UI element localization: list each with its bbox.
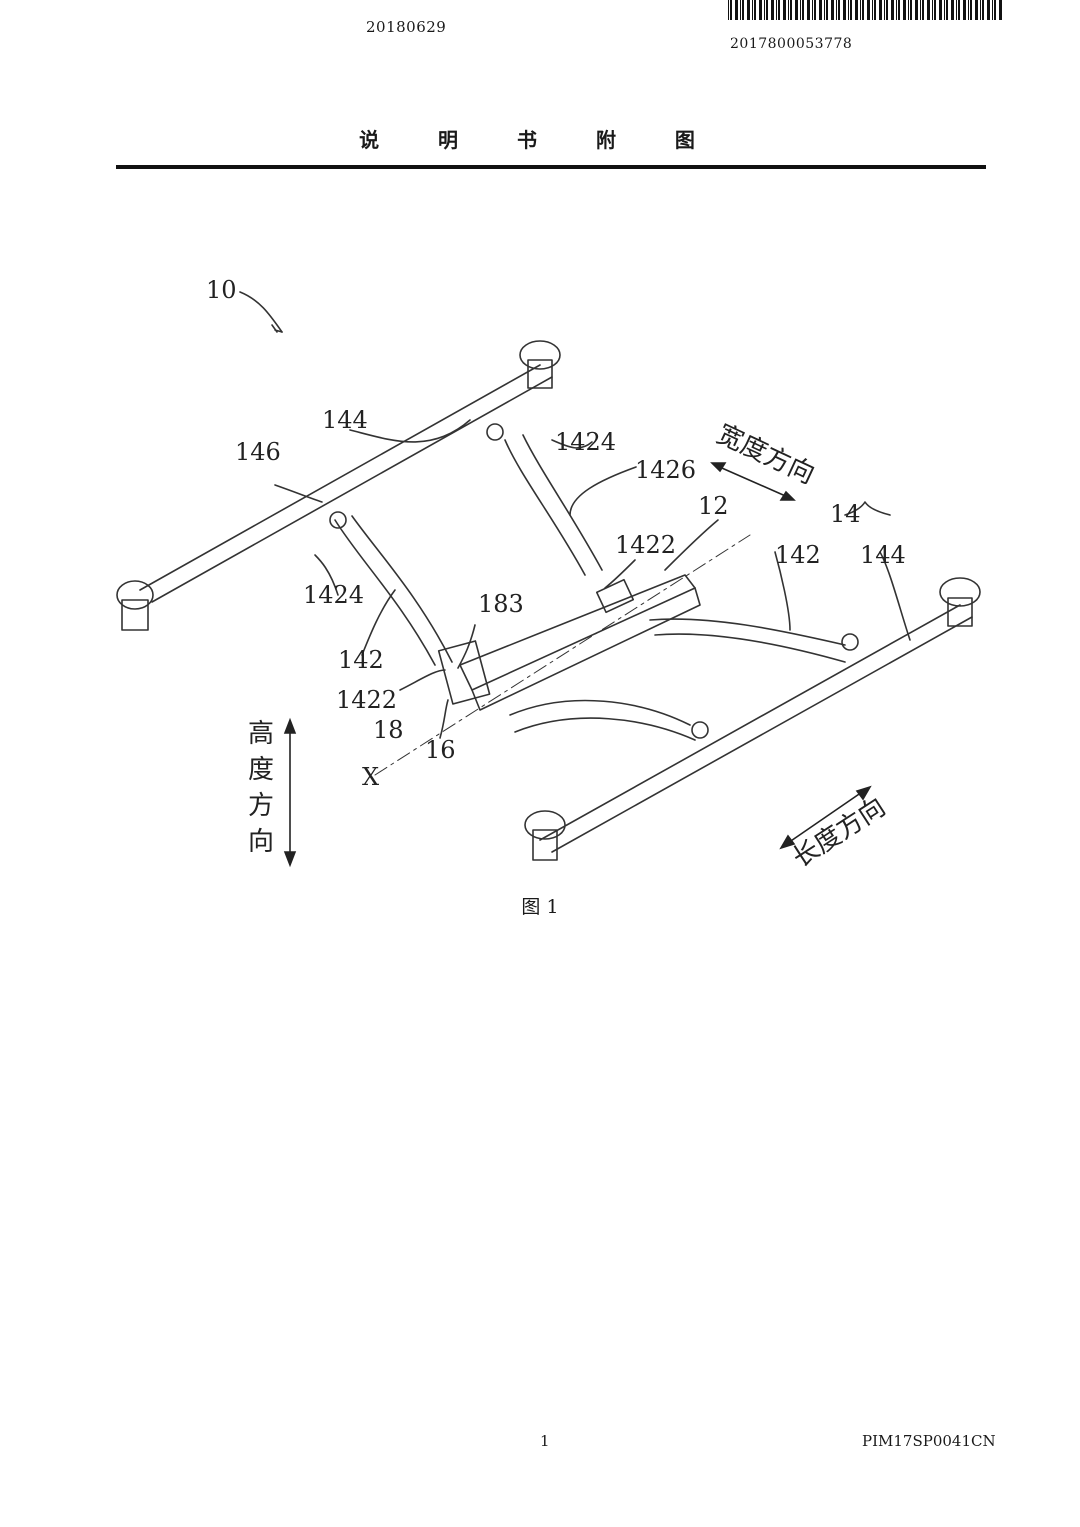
label-1422-left: 1422	[336, 686, 397, 714]
label-16: 16	[425, 736, 456, 764]
label-14: 14	[830, 500, 861, 528]
label-142-right: 142	[775, 541, 821, 569]
page-number: 1	[540, 1432, 550, 1450]
label-X: X	[362, 763, 379, 791]
barcode	[728, 0, 1002, 20]
title-divider	[116, 165, 986, 169]
label-1424-left: 1424	[303, 581, 364, 609]
header-application-number: 2017800053778	[730, 36, 853, 52]
header-date: 20180629	[366, 18, 447, 36]
label-183: 183	[478, 590, 524, 618]
label-142-left: 142	[338, 646, 384, 674]
label-12: 12	[698, 492, 729, 520]
label-1422-top: 1422	[615, 531, 676, 559]
label-1424-top: 1424	[555, 428, 616, 456]
label-width-direction: 宽度方向	[712, 419, 819, 490]
document-id: PIM17SP0041CN	[862, 1432, 996, 1450]
label-height-direction: 高度方向	[248, 719, 274, 857]
label-146: 146	[235, 438, 281, 466]
page-title: 说 明 书 附 图	[359, 128, 721, 152]
label-144-right: 144	[860, 541, 906, 569]
figure-1-drawing: 10 144 146 1424 1426 12 14 1422 142 144 …	[116, 276, 981, 874]
label-144-left: 144	[322, 406, 368, 434]
label-18: 18	[373, 716, 404, 744]
figure-caption: 图 1	[521, 896, 559, 918]
label-1426: 1426	[635, 456, 696, 484]
label-10: 10	[206, 276, 237, 304]
